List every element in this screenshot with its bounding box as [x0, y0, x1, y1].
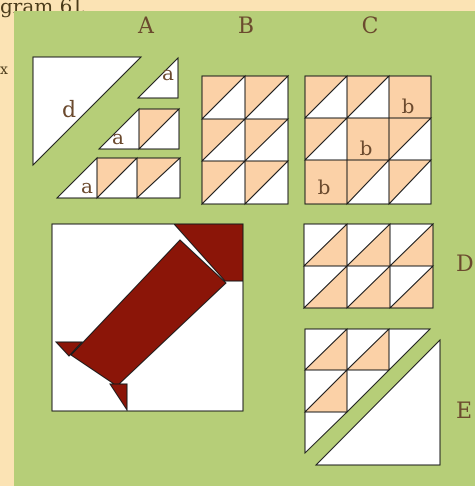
maroon-arrow-block [52, 224, 243, 411]
column-label-b: B [238, 14, 254, 39]
quilt-diagram: A B C d a a a [14, 11, 475, 486]
column-label-a: A [137, 14, 155, 39]
piece-label-d: d [62, 98, 76, 123]
block-c: b b b [305, 76, 431, 204]
piece-label-b-r3: b [318, 175, 331, 199]
block-d [304, 224, 433, 308]
row-label-e: E [456, 399, 472, 424]
piece-label-a-mid: a [112, 125, 124, 149]
piece-label-b-r1: b [402, 94, 415, 118]
column-label-c: C [362, 14, 379, 39]
row-label-d: D [456, 252, 474, 277]
piece-label-a-bottom: a [81, 174, 93, 198]
block-b [202, 76, 288, 204]
piece-label-b-r2: b [360, 136, 373, 160]
piece-label-a-top: a [162, 61, 174, 85]
edge-mark: x [0, 62, 8, 78]
